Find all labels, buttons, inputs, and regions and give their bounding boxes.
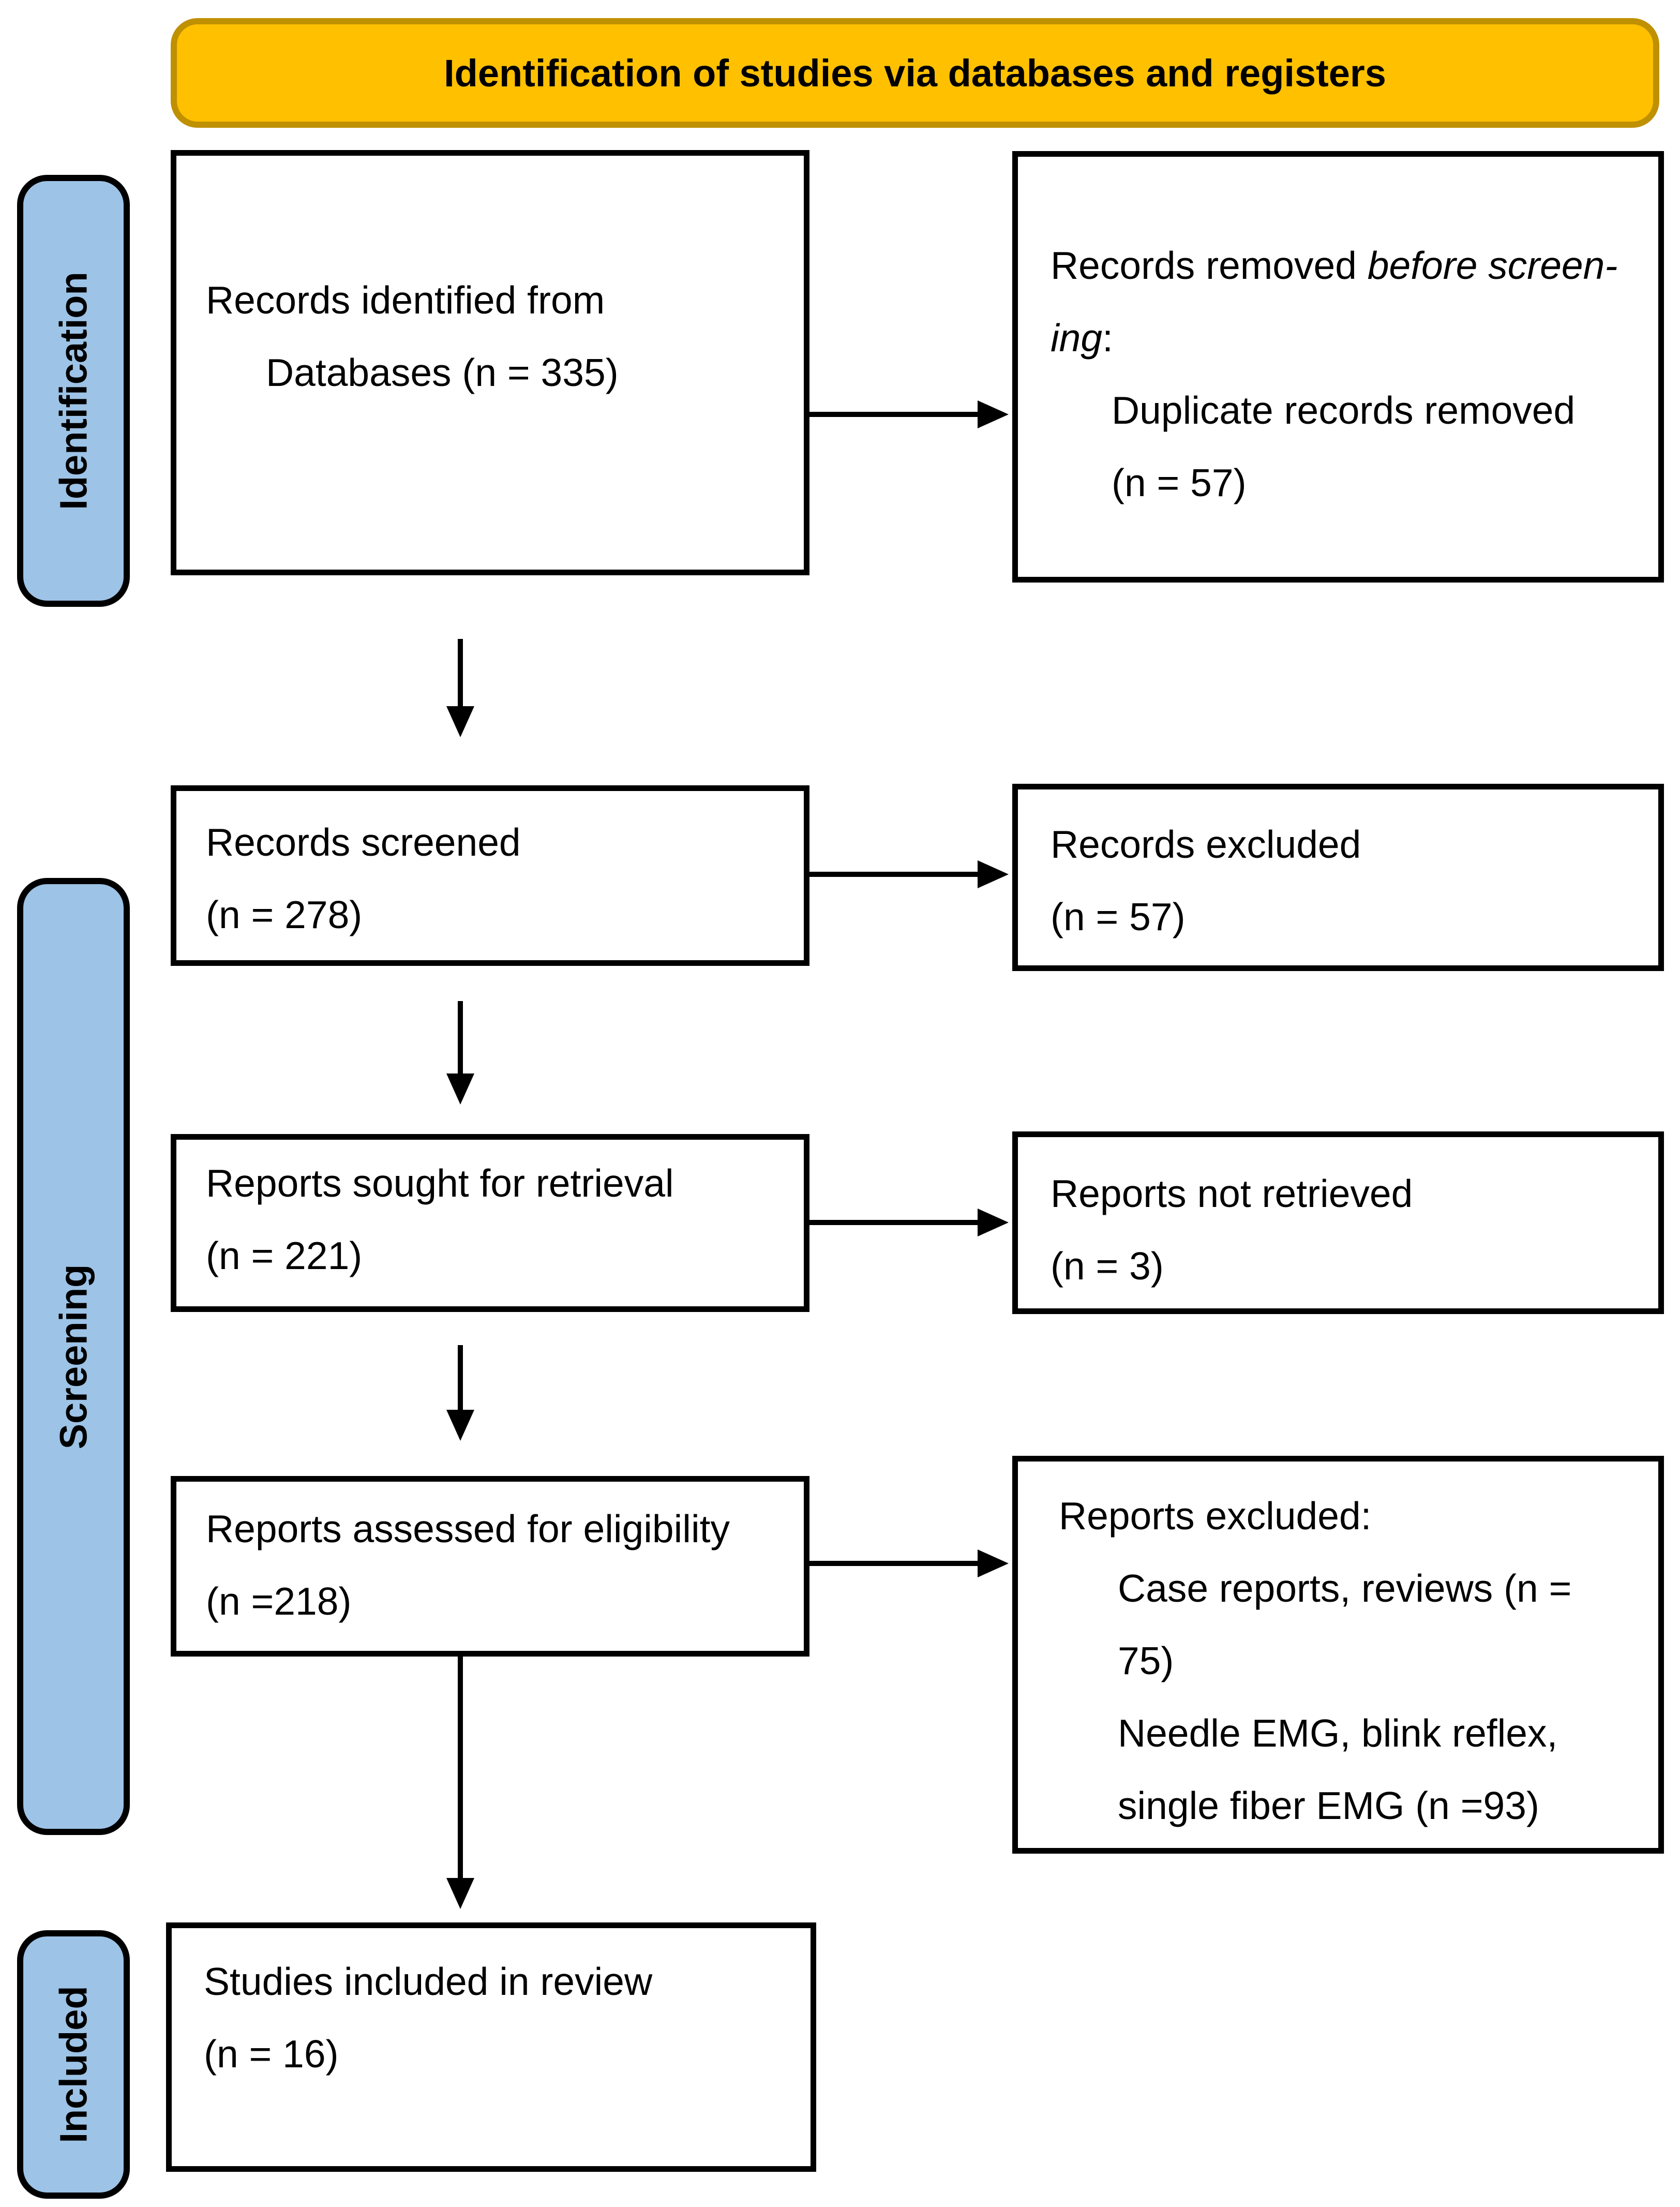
arrow-assessed-to-included-shaft <box>458 1657 463 1879</box>
arrow-down-icon <box>446 1073 474 1105</box>
arrow-sought-to-notretrieved-shaft <box>809 1220 980 1225</box>
box-line: single fiber EMG (n =93) <box>1118 1784 1539 1827</box>
box-reports-not-retrieved: Reports not retrieved (n = 3) <box>1012 1131 1664 1314</box>
box-records-screened: Records screened (n = 278) <box>171 785 809 966</box>
arrow-identified-to-screened-shaft <box>458 639 463 707</box>
box-line: Records identified from <box>206 278 605 322</box>
stage-label-identification: Identification <box>17 175 130 607</box>
arrow-right-icon <box>978 1549 1009 1577</box>
box-reports-excluded: Reports excluded: Case reports, reviews … <box>1012 1456 1664 1854</box>
box-studies-included: Studies included in review (n = 16) <box>166 1922 816 2172</box>
box-records-identified: Records identified from Databases (n = 3… <box>171 150 809 575</box>
arrow-assessed-to-excluded-shaft <box>809 1561 980 1566</box>
box-line: Reports sought for retrieval <box>206 1161 674 1205</box>
page-title: Identification of studies via databases … <box>444 51 1386 95</box>
box-line: Needle EMG, blink reflex, <box>1118 1711 1558 1755</box>
arrow-down-icon <box>446 706 474 737</box>
box-line: Records screened <box>206 821 521 864</box>
box-line: (n = 3) <box>1051 1244 1164 1288</box>
box-line: Records excluded <box>1051 823 1361 866</box>
stage-label-included: Included <box>17 1930 130 2199</box>
stage-label-screening: Screening <box>17 878 130 1835</box>
arrow-screened-to-excluded-shaft <box>809 872 980 877</box>
arrow-right-icon <box>978 860 1009 888</box>
box-line: (n = 57) <box>1112 461 1247 504</box>
box-line: (n = 278) <box>206 893 363 936</box>
box-line: Reports not retrieved <box>1051 1172 1413 1215</box>
box-records-excluded: Records excluded (n = 57) <box>1012 784 1664 971</box>
box-line: Studies included in review <box>204 1960 653 2003</box>
box-line: 75) <box>1118 1639 1174 1682</box>
box-records-removed: Records removed before screen- ing: Dupl… <box>1012 151 1664 583</box>
stage-label-identification-text: Identification <box>52 272 95 510</box>
arrow-down-icon <box>446 1410 474 1441</box>
box-line: ing: <box>1051 316 1113 360</box>
arrow-right-icon <box>978 1209 1009 1236</box>
box-reports-assessed: Reports assessed for eligibility (n =218… <box>171 1476 809 1657</box>
box-line: Records removed before screen- <box>1051 244 1618 287</box>
box-line: Duplicate records removed <box>1112 389 1576 432</box>
arrow-sought-to-assessed-shaft <box>458 1345 463 1411</box>
arrow-right-icon <box>978 400 1009 428</box>
box-reports-sought: Reports sought for retrieval (n = 221) <box>171 1134 809 1312</box>
stage-label-included-text: Included <box>52 1986 95 2143</box>
banner: Identification of studies via databases … <box>171 18 1659 128</box>
arrow-identified-to-removed-shaft <box>809 412 980 417</box>
box-line: (n = 221) <box>206 1234 363 1277</box>
stage-label-screening-text: Screening <box>52 1264 95 1449</box>
arrow-screened-to-sought-shaft <box>458 1001 463 1075</box>
box-line: Reports assessed for eligibility <box>206 1507 730 1550</box>
box-line: Databases (n = 335) <box>266 351 619 394</box>
box-line: (n =218) <box>206 1579 352 1623</box>
box-line: Case reports, reviews (n = <box>1118 1567 1572 1610</box>
box-line: (n = 57) <box>1051 895 1186 938</box>
box-line: (n = 16) <box>204 2032 339 2076</box>
box-line: Reports excluded: <box>1059 1494 1372 1538</box>
arrow-down-icon <box>446 1878 474 1909</box>
